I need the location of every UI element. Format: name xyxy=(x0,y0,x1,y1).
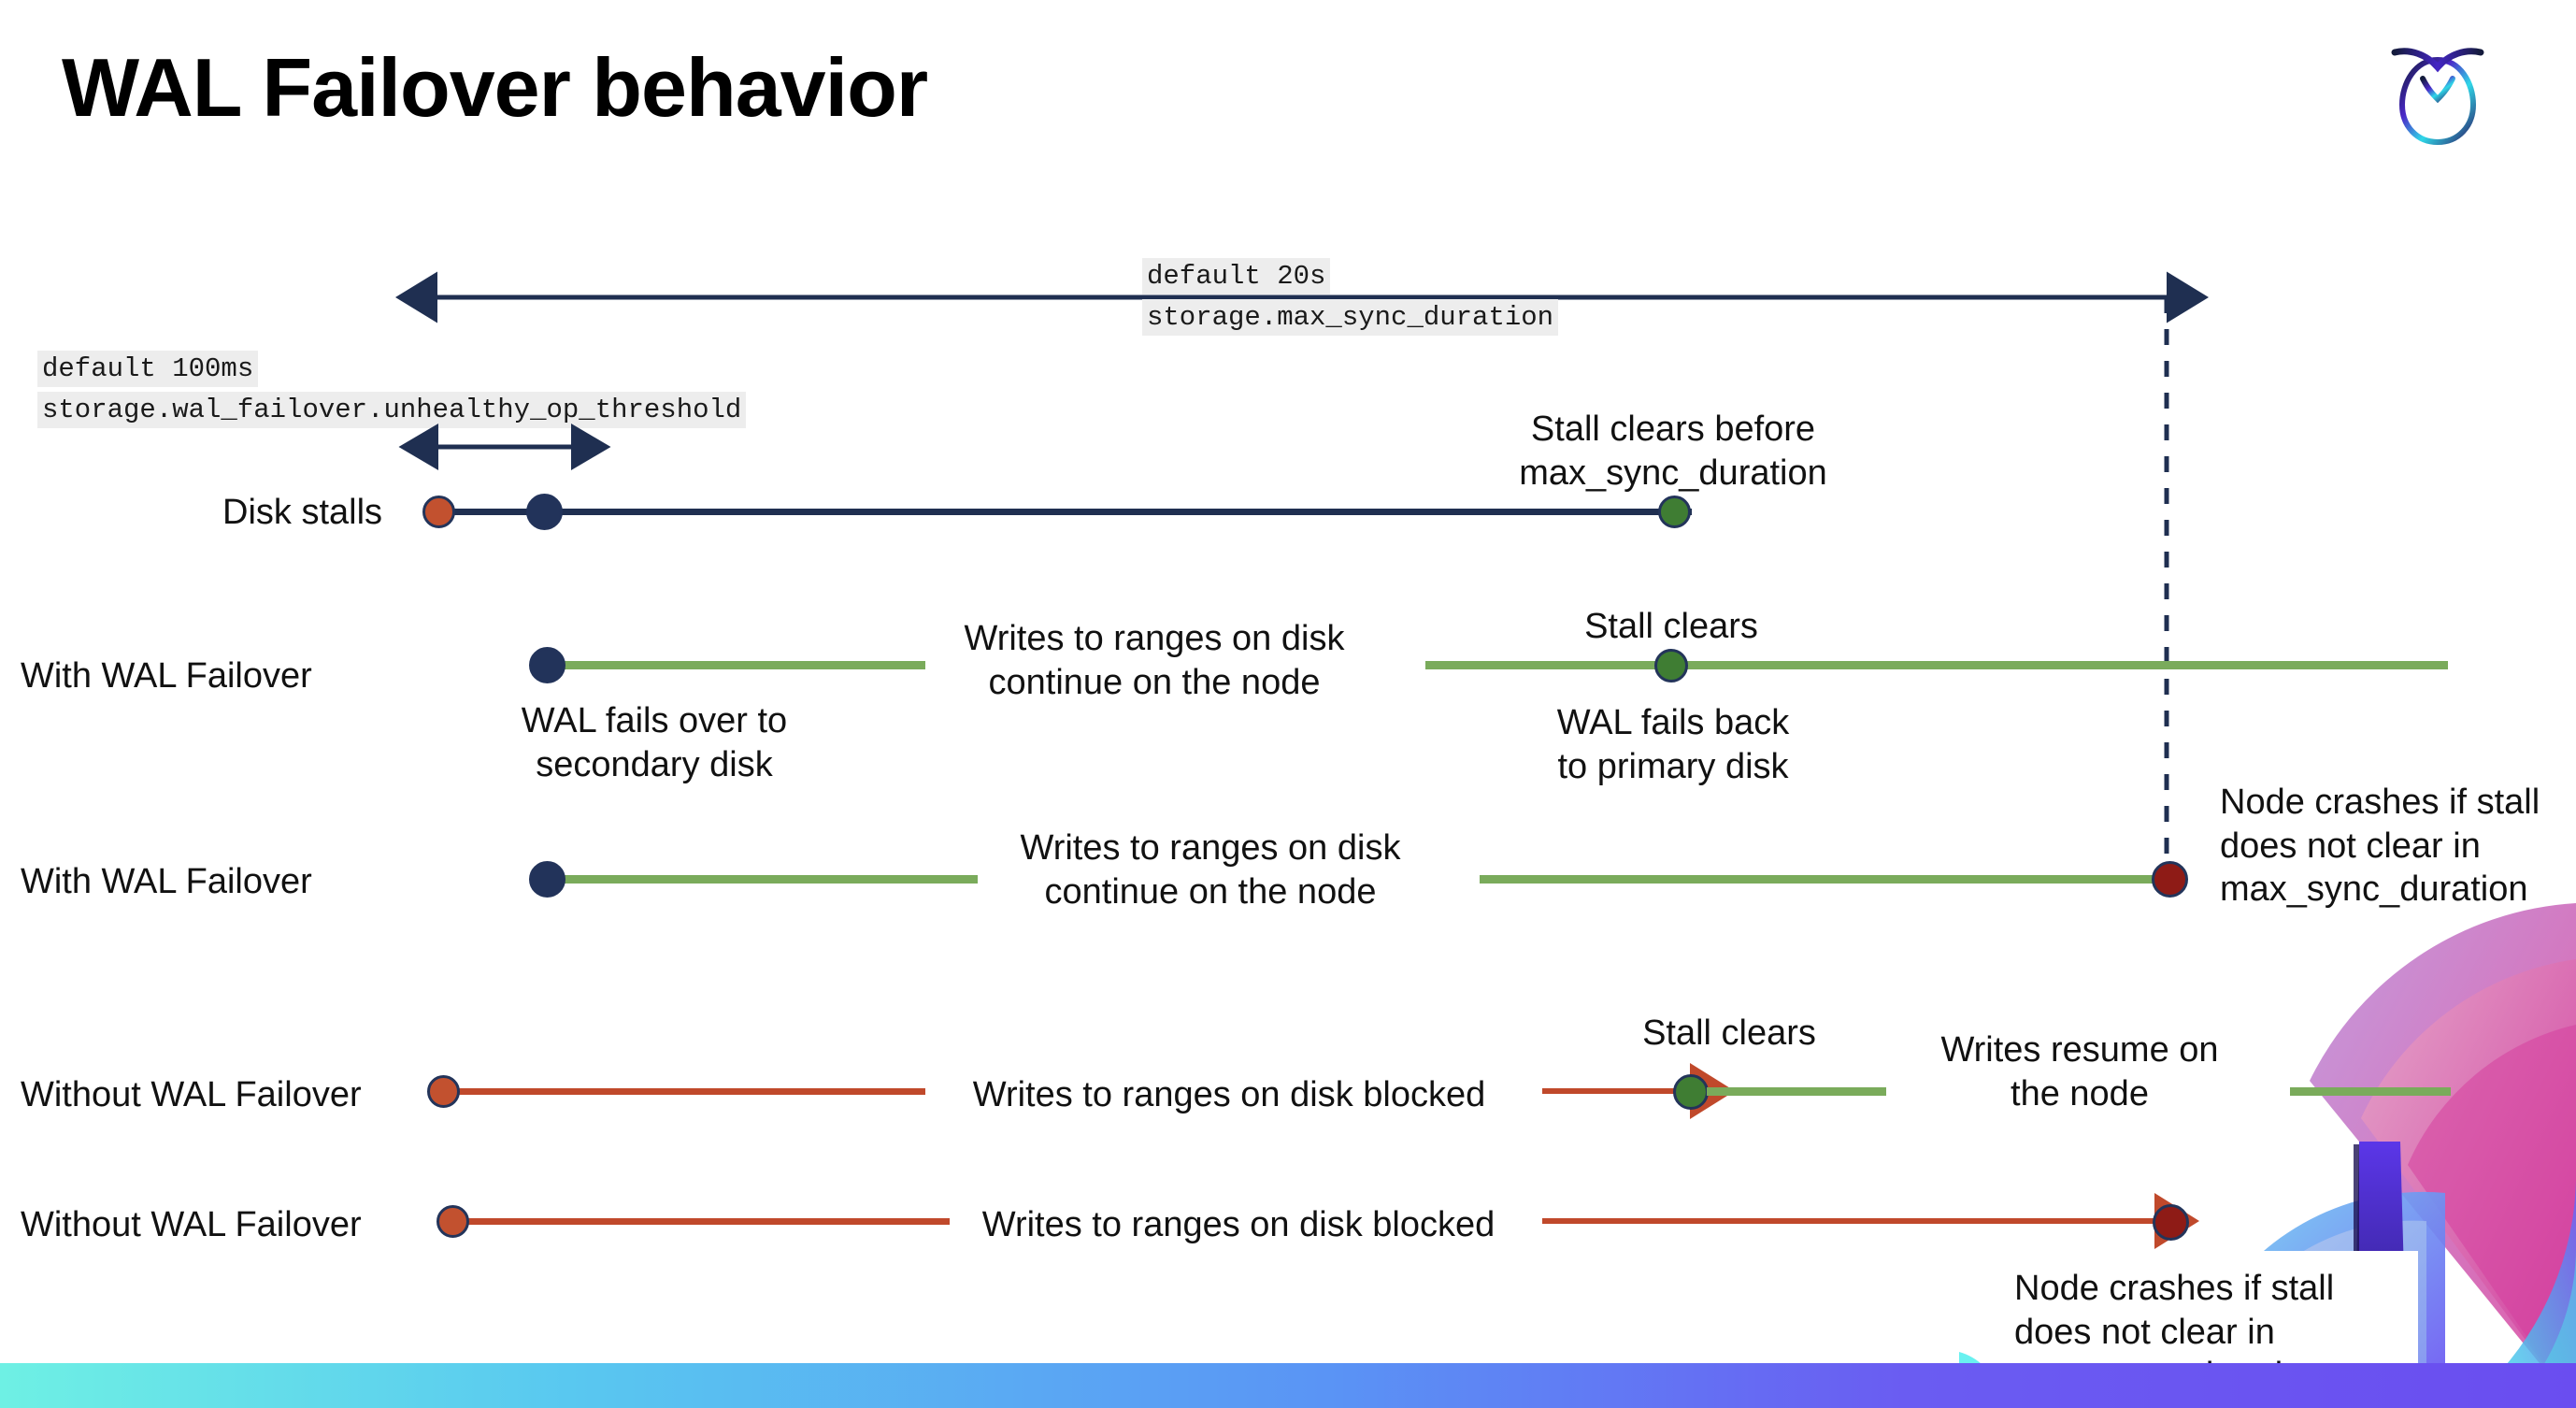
row-label-disk-stalls: Disk stalls xyxy=(222,493,383,532)
wal-failover-2-crash-dot xyxy=(2152,861,2188,898)
max-sync-name-chip: storage.max_sync_duration xyxy=(1142,299,1559,337)
annot-line: Node crashes if stall xyxy=(2014,1269,2335,1308)
disk-stalls-threshold-dot xyxy=(526,494,563,530)
max-sync-default-chip: default 20s xyxy=(1142,258,1331,295)
annot-line: the node xyxy=(2011,1073,2149,1113)
wal-failover-1-failover-dot xyxy=(529,647,565,683)
annot-writes-blocked-2: Writes to ranges on disk blocked xyxy=(981,1205,1496,1244)
annot-line: max_sync_duration xyxy=(1519,453,1827,493)
annot-stall-clears-row2: Stall clears xyxy=(1584,607,1758,646)
annot-wal-fails-back: WAL fails back to primary disk xyxy=(1514,701,1832,788)
disk-stalls-clear-dot xyxy=(1658,496,1691,528)
unhealthy-op-default-chip: default 100ms xyxy=(37,351,259,388)
wal-failover-1-green-segment-b xyxy=(1425,661,2448,669)
annot-node-crashes-1: Node crashes if stall does not clear in … xyxy=(2220,781,2575,912)
annot-line: Writes to ranges on disk xyxy=(964,619,1345,658)
annot-stall-clears-row4: Stall clears xyxy=(1642,1013,1816,1053)
page-title: WAL Failover behavior xyxy=(62,41,928,134)
annot-line: WAL fails back xyxy=(1556,703,1790,742)
logo-svg xyxy=(2391,48,2484,146)
wal-failover-2-green-segment-b xyxy=(1480,875,2170,884)
without-wal-1-clear-dot xyxy=(1673,1074,1709,1110)
annot-writes-continue-1: Writes to ranges on disk continue on the… xyxy=(935,617,1374,704)
annot-line: continue on the node xyxy=(1044,871,1377,912)
cockroachdb-logo-icon xyxy=(2382,32,2494,153)
without-wal-1-start-dot xyxy=(427,1075,460,1108)
wal-failover-1-clear-dot xyxy=(1654,649,1688,682)
unhealthy-op-name-chip: storage.wal_failover.unhealthy_op_thresh… xyxy=(37,392,747,429)
max-sync-duration-span-arrow xyxy=(395,271,2209,323)
annot-writes-resume: Writes resume on the node xyxy=(1925,1028,2234,1115)
without-wal-1-blocked-arrow xyxy=(1542,1063,1735,1119)
wal-failover-2-failover-dot xyxy=(529,861,565,898)
annot-line: Node crashes if stall xyxy=(2220,783,2540,822)
disk-stalls-start-dot xyxy=(422,496,455,528)
annot-writes-continue-2: Writes to ranges on disk continue on the… xyxy=(991,826,1430,913)
annot-wal-fails-over: WAL fails over to secondary disk xyxy=(467,699,841,786)
annot-line: secondary disk xyxy=(536,744,773,784)
wal-failover-2-green-segment-a xyxy=(545,875,978,884)
annot-line: continue on the node xyxy=(988,662,1321,702)
without-wal-1-green-segment-a xyxy=(1707,1087,1886,1096)
annot-line: WAL fails over to xyxy=(521,701,788,740)
without-wal-2-blocked-arrow xyxy=(1542,1193,2199,1249)
annot-writes-blocked-1: Writes to ranges on disk blocked xyxy=(972,1075,1486,1114)
row-label-without-wal-failover-1: Without WAL Failover xyxy=(21,1075,362,1114)
without-wal-2-red-segment-a xyxy=(460,1218,950,1225)
annot-line: to primary disk xyxy=(1557,746,1789,786)
unhealthy-op-threshold-span-arrow xyxy=(398,424,611,470)
disk-stalls-timeline xyxy=(439,509,1692,515)
annot-line: Writes to ranges on disk xyxy=(1020,828,1401,868)
wal-failover-1-green-segment-a xyxy=(545,661,925,669)
without-wal-2-start-dot xyxy=(436,1205,469,1238)
without-wal-1-red-segment-a xyxy=(449,1088,925,1095)
annot-line: does not clear in xyxy=(2014,1312,2275,1352)
annot-line: Stall clears before xyxy=(1530,409,1816,449)
max-sync-duration-dropline xyxy=(2164,297,2169,882)
annot-line: max_sync_duration xyxy=(2220,869,2528,910)
without-wal-1-green-segment-b xyxy=(2290,1087,2451,1096)
annot-line: does not clear in xyxy=(2220,826,2481,866)
without-wal-2-crash-dot xyxy=(2153,1204,2189,1241)
annot-stall-clears-before: Stall clears before max_sync_duration xyxy=(1491,408,1855,495)
row-label-with-wal-failover-1: With WAL Failover xyxy=(21,656,312,696)
bottom-gradient-bar xyxy=(0,1363,2576,1408)
annot-line: Writes resume on xyxy=(1940,1030,2219,1070)
row-label-without-wal-failover-2: Without WAL Failover xyxy=(21,1205,362,1244)
row-label-with-wal-failover-2: With WAL Failover xyxy=(21,862,312,901)
